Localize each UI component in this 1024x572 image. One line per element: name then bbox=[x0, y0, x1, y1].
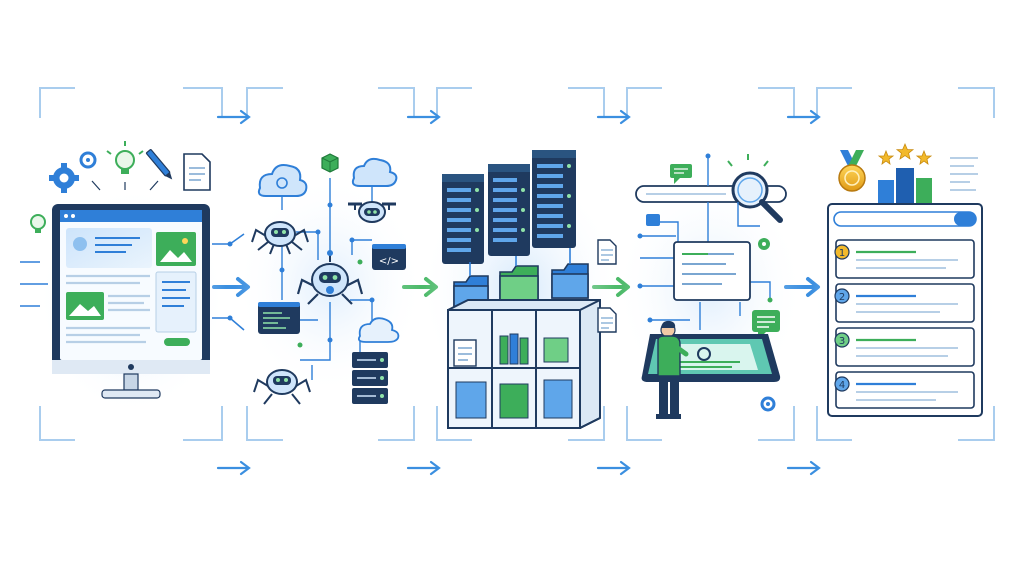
stage-web-crawling: </> bbox=[235, 153, 425, 405]
panel-frame-1 bbox=[39, 87, 223, 441]
panel-frame-4 bbox=[626, 87, 795, 441]
cloud-icon bbox=[357, 317, 400, 343]
panel-frames bbox=[39, 87, 995, 441]
stage-indexing-storage bbox=[420, 150, 620, 429]
lightbulb-icon bbox=[30, 214, 46, 233]
arrow-top-3 bbox=[596, 109, 631, 125]
arrow-bottom-3 bbox=[596, 460, 631, 476]
server-rack-icon bbox=[352, 352, 388, 404]
panel-frame-2 bbox=[246, 87, 415, 441]
folder-icon bbox=[499, 265, 539, 303]
medal-icon bbox=[838, 150, 866, 192]
lightbulb-icon bbox=[106, 141, 144, 174]
arrow-top-2 bbox=[406, 109, 441, 125]
text-lines-icon bbox=[950, 157, 978, 191]
server-rack-icon bbox=[488, 164, 530, 256]
panel-frame-5 bbox=[816, 87, 995, 441]
result-card-4: 4 bbox=[834, 371, 975, 409]
arrow-bottom-4 bbox=[786, 460, 821, 476]
flow-lines bbox=[469, 248, 571, 276]
rank-label: 3 bbox=[839, 336, 845, 347]
result-card-3: 3 bbox=[834, 327, 975, 367]
person-icon bbox=[656, 320, 689, 419]
code-glyph-label: </> bbox=[379, 256, 399, 267]
rank-label: 4 bbox=[839, 380, 845, 391]
document-icon bbox=[597, 239, 617, 265]
pen-icon bbox=[145, 149, 173, 180]
network-lines bbox=[640, 156, 771, 330]
network-nodes bbox=[637, 153, 773, 323]
monitor-icon bbox=[52, 204, 210, 399]
filing-cabinet-icon bbox=[447, 299, 601, 429]
cloud-icon bbox=[257, 164, 308, 197]
result-card-1: 1 bbox=[834, 239, 975, 279]
bar-chart-icon bbox=[878, 168, 932, 204]
cloud-icon bbox=[351, 157, 398, 187]
document-icon bbox=[183, 153, 211, 191]
code-window-icon: </> bbox=[372, 244, 406, 270]
binder-icons bbox=[499, 333, 569, 365]
stage-ranked-results: 1 2 3 4 bbox=[810, 142, 1000, 430]
gear-icon bbox=[49, 163, 79, 193]
folder-stack bbox=[455, 379, 573, 419]
folder-icon bbox=[551, 263, 589, 299]
flow-arrows-small bbox=[216, 109, 821, 476]
stage-website-source bbox=[20, 141, 245, 415]
arrow-bottom-2 bbox=[406, 460, 441, 476]
document-icon bbox=[597, 307, 617, 333]
result-card-2: 2 bbox=[834, 283, 975, 323]
small-arrow-icons bbox=[91, 180, 159, 191]
arrow-bottom-1 bbox=[216, 460, 251, 476]
server-rack-icon bbox=[532, 150, 576, 248]
drone-icon bbox=[348, 201, 396, 223]
code-window-icon bbox=[258, 302, 300, 334]
stage-query-processing bbox=[615, 153, 805, 419]
gear-icon bbox=[79, 151, 97, 169]
rank-label: 1 bbox=[839, 248, 845, 259]
network-nodes bbox=[279, 202, 375, 348]
arrow-top-1 bbox=[216, 109, 251, 125]
star-icon bbox=[877, 142, 933, 165]
arrow-top-4 bbox=[786, 109, 821, 125]
panel-frame-3 bbox=[436, 87, 605, 441]
rank-label: 2 bbox=[839, 292, 845, 303]
chat-bubble-icon bbox=[670, 164, 692, 184]
robot-spider-icon bbox=[253, 369, 311, 405]
server-rack-icon bbox=[442, 174, 484, 264]
robot-spider-icon bbox=[251, 221, 309, 255]
results-card bbox=[673, 241, 751, 301]
document-icon bbox=[453, 339, 477, 367]
cube-icon bbox=[321, 153, 339, 173]
gear-icon bbox=[760, 396, 776, 412]
gear-icon bbox=[758, 238, 770, 250]
magnifier-icon bbox=[727, 154, 783, 223]
robot-spider-icon bbox=[296, 250, 364, 305]
chat-bubble-icon bbox=[646, 214, 660, 226]
